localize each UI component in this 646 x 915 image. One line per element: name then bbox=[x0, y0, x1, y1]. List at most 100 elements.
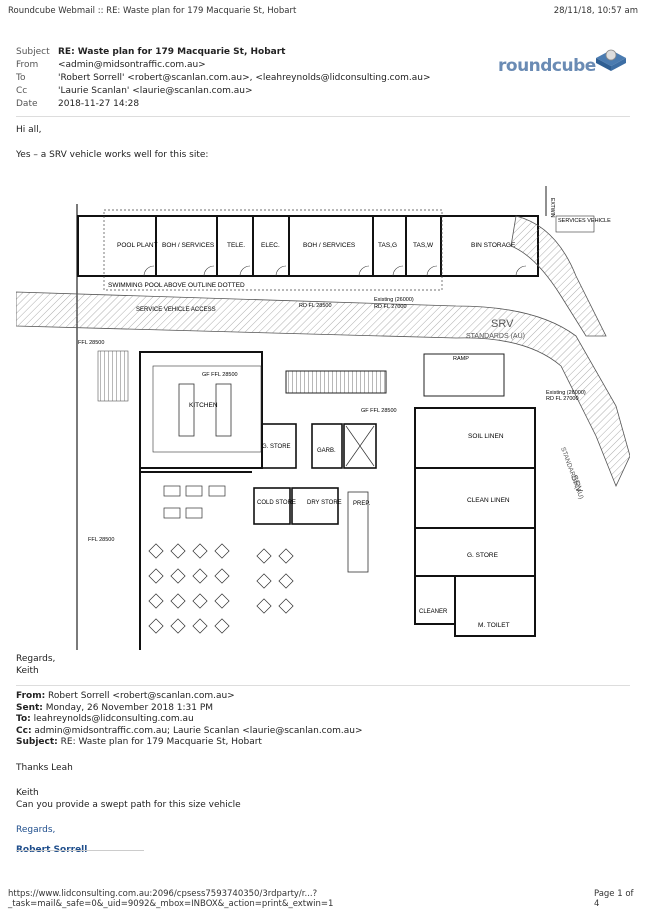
plan-label-garb: GARB. bbox=[317, 448, 336, 454]
quoted-subject: RE: Waste plan for 179 Macquarie St, Hob… bbox=[60, 737, 262, 747]
date-value: 2018-11-27 14:28 bbox=[58, 99, 140, 109]
quoted-from-row: From: Robert Sorrell <robert@scanlan.com… bbox=[16, 691, 363, 703]
plan-label-pool-plant: POOL PLANT bbox=[117, 242, 158, 249]
quoted-message: From: Robert Sorrell <robert@scanlan.com… bbox=[16, 691, 363, 856]
subject-label: Subject bbox=[16, 47, 50, 57]
plan-label-clean-linen: CLEAN LINEN bbox=[467, 497, 510, 504]
quoted-to-row: To: leahreynolds@lidconsulting.com.au bbox=[16, 714, 363, 726]
quoted-from-label: From: bbox=[16, 691, 46, 701]
to-label: To bbox=[16, 73, 26, 83]
body-name: Keith bbox=[16, 666, 39, 676]
booth-seat bbox=[185, 507, 203, 519]
quoted-sent-row: Sent: Monday, 26 November 2018 1:31 PM bbox=[16, 703, 363, 715]
plan-label-tasg: TAS,G bbox=[378, 242, 397, 249]
from-row: From <admin@midsontraffic.com.au> bbox=[16, 59, 431, 72]
quoted-from: Robert Sorrell <robert@scanlan.com.au> bbox=[48, 691, 235, 701]
dining-table bbox=[192, 543, 208, 559]
plan-label-gf-ffl1: GF FFL 28500 bbox=[202, 372, 238, 378]
quote-divider bbox=[16, 685, 630, 686]
plan-label-existing1: Existing (26000) bbox=[374, 297, 414, 303]
plan-label-gstore2: G. STORE bbox=[467, 552, 499, 559]
quoted-cc-label: Cc: bbox=[16, 725, 32, 736]
print-footer: https://www.lidconsulting.com.au:2096/cp… bbox=[8, 889, 638, 909]
dining-table bbox=[214, 618, 230, 634]
cc-value[interactable]: 'Laurie Scanlan' <laurie@scanlan.com.au> bbox=[58, 86, 253, 96]
logo-text: roundcube bbox=[498, 56, 596, 76]
dining-table bbox=[256, 598, 272, 614]
booth-seat bbox=[208, 485, 226, 497]
quoted-cc-row: Cc: admin@midsontraffic.com.au; Laurie S… bbox=[16, 726, 363, 738]
plan-label-extwin: EXTWIN bbox=[549, 198, 555, 218]
plan-label-gf-ffl2: GF FFL 28500 bbox=[361, 408, 397, 414]
to-value[interactable]: 'Robert Sorrell' <robert@scanlan.com.au>… bbox=[58, 73, 431, 83]
dining-table bbox=[256, 573, 272, 589]
plan-label-tele: TELE. bbox=[227, 242, 245, 249]
plan-label-cold-store: COLD STORE bbox=[257, 500, 296, 506]
print-datetime: 28/11/18, 10:57 am bbox=[553, 6, 638, 16]
body-regards: Regards, bbox=[16, 654, 56, 664]
dining-table bbox=[192, 593, 208, 609]
quoted-question: Can you provide a swept path for this si… bbox=[16, 799, 241, 810]
date-row: Date 2018-11-27 14:28 bbox=[16, 98, 431, 111]
from-value[interactable]: <admin@midsontraffic.com.au> bbox=[58, 60, 206, 70]
plan-label-standards: STANDARDS (AU) bbox=[466, 333, 525, 340]
dining-table bbox=[148, 568, 164, 584]
dining-table bbox=[214, 593, 230, 609]
plan-label-srv: SRV bbox=[491, 318, 514, 330]
quoted-thanks: Thanks Leah bbox=[16, 762, 73, 773]
quoted-to: leahreynolds@lidconsulting.com.au bbox=[33, 714, 194, 724]
subject-row: Subject RE: Waste plan for 179 Macquarie… bbox=[16, 46, 431, 59]
dining-table bbox=[278, 598, 294, 614]
plan-label-existing2: Existing (26000) bbox=[546, 390, 586, 396]
print-page: Page 1 of 4 bbox=[593, 889, 634, 909]
booth-seat bbox=[185, 485, 203, 497]
plan-label-bin-storage: BIN STORAGE bbox=[471, 242, 516, 249]
body-line: Yes – a SRV vehicle works well for this … bbox=[16, 150, 209, 160]
dining-table bbox=[148, 618, 164, 634]
plan-label-ffl2: FFL 28500 bbox=[88, 537, 114, 543]
to-row: To 'Robert Sorrell' <robert@scanlan.com.… bbox=[16, 72, 431, 85]
dining-table bbox=[192, 568, 208, 584]
dining-table bbox=[148, 543, 164, 559]
quoted-to-label: To: bbox=[16, 714, 31, 724]
roundcube-logo: roundcube bbox=[498, 42, 633, 82]
date-label: Date bbox=[16, 99, 38, 109]
dining-table bbox=[278, 573, 294, 589]
dining-table bbox=[148, 593, 164, 609]
dining-table bbox=[278, 548, 294, 564]
plan-label-boh1: BOH / SERVICES bbox=[162, 242, 215, 249]
floor-plan-image: POOL PLANT BOH / SERVICES TELE. ELEC. BO… bbox=[16, 186, 630, 650]
quoted-cc: admin@midsontraffic.com.au; Laurie Scanl… bbox=[34, 725, 363, 736]
plan-label-tasw: TAS,W bbox=[413, 242, 434, 249]
dining-table bbox=[214, 568, 230, 584]
plan-label-rd-fl3: RD FL 27000 bbox=[546, 396, 579, 402]
quoted-sent: Monday, 26 November 2018 1:31 PM bbox=[45, 702, 214, 713]
message-headers: Subject RE: Waste plan for 179 Macquarie… bbox=[16, 46, 431, 111]
plan-label-ramp: RAMP bbox=[453, 356, 469, 362]
quoted-sent-label: Sent: bbox=[16, 702, 43, 713]
plan-label-prep: PREP. bbox=[353, 501, 371, 507]
plan-label-gstore1: G. STORE bbox=[262, 444, 291, 450]
plan-label-standards2: STANDARDS (AU) bbox=[559, 446, 584, 500]
cc-row: Cc 'Laurie Scanlan' <laurie@scanlan.com.… bbox=[16, 85, 431, 98]
booth-seat bbox=[163, 507, 181, 519]
cube-icon bbox=[596, 49, 626, 71]
dining-table bbox=[256, 548, 272, 564]
dining-table bbox=[170, 568, 186, 584]
plan-label-rd-fl2: RD FL 27000 bbox=[374, 304, 407, 310]
plan-label-rd-fl: RD FL 28500 bbox=[299, 303, 332, 309]
from-label: From bbox=[16, 60, 39, 70]
dining-table bbox=[192, 618, 208, 634]
plan-label-boh2: BOH / SERVICES bbox=[303, 242, 356, 249]
plan-label-kitchen: KITCHEN bbox=[189, 402, 218, 409]
quoted-subject-row: Subject: RE: Waste plan for 179 Macquari… bbox=[16, 737, 363, 749]
print-header: Roundcube Webmail :: RE: Waste plan for … bbox=[8, 6, 638, 16]
plan-label-cleaner: CLEANER bbox=[419, 609, 448, 615]
dining-tables bbox=[148, 485, 294, 634]
print-url: https://www.lidconsulting.com.au:2096/cp… bbox=[8, 889, 334, 909]
dining-table bbox=[170, 618, 186, 634]
signature-divider bbox=[16, 850, 144, 851]
plan-label-services-vehicle: SERVICES VEHICLE bbox=[558, 218, 611, 224]
plan-label-m-toilet: M. TOILET bbox=[478, 622, 510, 629]
subject-value: RE: Waste plan for 179 Macquarie St, Hob… bbox=[58, 47, 286, 57]
